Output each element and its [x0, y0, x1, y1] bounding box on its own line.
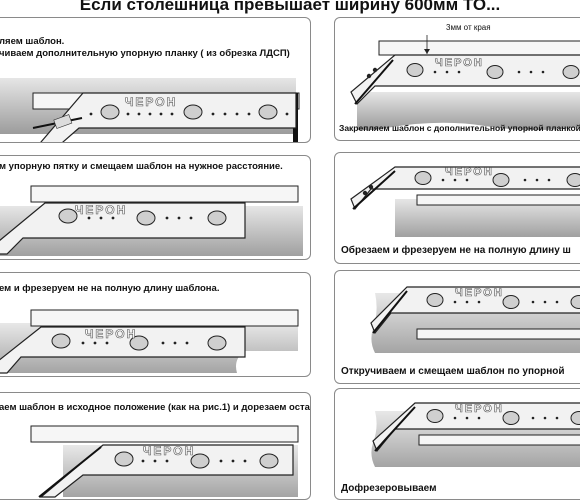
router-template: [370, 286, 580, 335]
support-strip: [30, 309, 299, 327]
template-brand: ЧЕРОН: [455, 403, 504, 415]
step-panel-4: ЧЕРОН аем шаблон в исходное положение (к…: [0, 392, 311, 500]
support-strip: [30, 185, 299, 203]
edge-offset-label: 3мм от края: [446, 23, 491, 32]
step-6-illustration: ЧЕРОН: [350, 166, 580, 237]
page-title: Если столешница превышает ширину 600мм Т…: [79, 0, 501, 14]
template-brand: ЧЕРОН: [455, 287, 504, 299]
template-brand: ЧЕРОН: [85, 327, 137, 341]
step-4-caption: аем шаблон в исходное положение (как на …: [0, 402, 311, 413]
template-brand: ЧЕРОН: [445, 166, 494, 178]
step-panel-3: ЧЕРОН ем и фрезеруем не на полную длину …: [0, 272, 311, 377]
step-2-caption: м упорную пятку и смещаем шаблон на нужн…: [0, 161, 283, 172]
step-panel-7: ЧЕРОН Откручиваем и смещаем шаблон по уп…: [334, 270, 580, 384]
step-5-caption: Закрепляем шаблон с дополнительной упорн…: [339, 123, 580, 133]
step-7-illustration: ЧЕРОН: [370, 286, 580, 353]
step-2-illustration: ЧЕРОН: [0, 185, 303, 256]
step-5-illustration: ЧЕРОН: [350, 35, 580, 130]
step-8-illustration: ЧЕРОН: [371, 402, 580, 467]
template-brand: ЧЕРОН: [75, 203, 127, 217]
step-panel-8: ЧЕРОН Дофрезеровываем: [334, 388, 580, 500]
support-strip: [416, 194, 580, 206]
router-template: [39, 444, 294, 498]
step-panel-2: ЧЕРОН м упорную пятку и смещаем шаблон н…: [0, 155, 311, 260]
support-strip: [378, 40, 580, 56]
template-brand: ЧЕРОН: [435, 57, 484, 69]
step-1-caption-line2: чиваем дополнительную упорную планку ( и…: [0, 48, 290, 59]
step-1-caption-line1: ляем шаблон.: [0, 36, 65, 47]
step-panel-6: ЧЕРОН Обрезаем и фрезеруем не на полную …: [334, 152, 580, 264]
support-strip: [416, 328, 580, 340]
step-panel-5: ЧЕРОН 3мм от края Закрепляем шаблон с до…: [334, 17, 580, 141]
template-brand: ЧЕРОН: [143, 444, 195, 458]
template-brand: ЧЕРОН: [125, 95, 177, 109]
step-8-caption: Дофрезеровываем: [341, 483, 437, 494]
step-3-caption: ем и фрезеруем не на полную длину шаблон…: [0, 283, 220, 294]
step-7-caption: Откручиваем и смещаем шаблон по упорной: [341, 366, 565, 377]
support-strip: [418, 434, 580, 446]
support-strip: [30, 425, 299, 443]
step-3-illustration: ЧЕРОН: [0, 309, 299, 374]
router-template: [40, 92, 297, 142]
step-panel-1: ЧЕРОН ляем шаблон. чиваем дополнительную…: [0, 17, 311, 143]
step-4-illustration: ЧЕРОН: [30, 425, 299, 498]
step-6-caption: Обрезаем и фрезеруем не на полную длину …: [341, 245, 571, 256]
step-1-illustration: ЧЕРОН: [0, 78, 300, 142]
